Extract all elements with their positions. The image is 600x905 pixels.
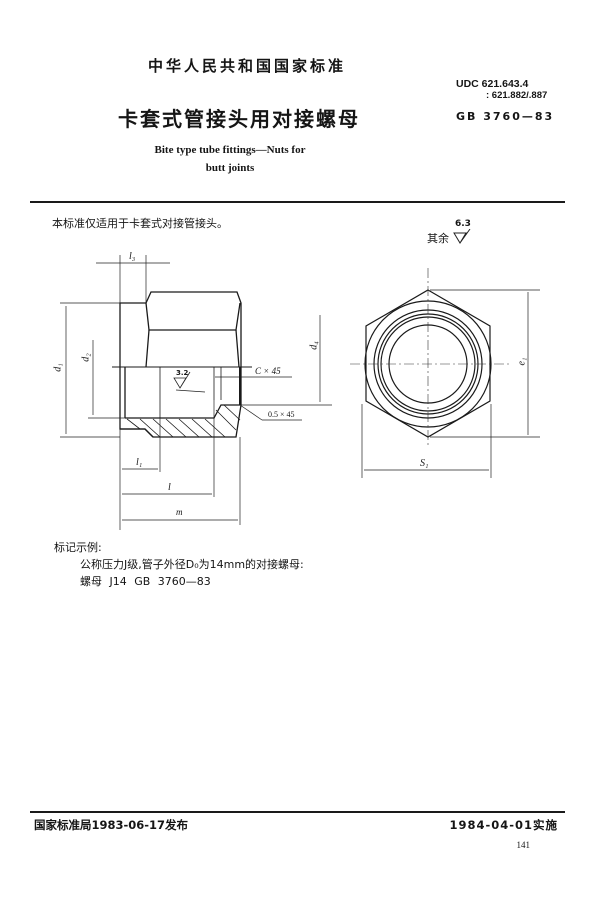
inner-roughness-value: 3.2 <box>176 369 189 377</box>
title-english-line1: Bite type tube fittings—Nuts for <box>154 144 306 156</box>
chamfer-c-label: C × 45 <box>255 366 281 376</box>
title-english: Bite type tube fittings—Nuts for butt jo… <box>120 141 340 177</box>
marking-example-title: 标记示例: <box>54 541 102 554</box>
udc-line1: UDC 621.643.4 <box>456 78 529 90</box>
dim-m: m <box>176 507 183 517</box>
dim-d2: d₂ <box>80 353 92 362</box>
header-divider <box>30 201 565 203</box>
dim-l1: l₁ <box>136 457 143 468</box>
page-number: 141 <box>516 840 531 850</box>
effective-date: 1984-04-01实施 <box>449 818 558 832</box>
title-chinese: 卡套式管接头用对接螺母 <box>118 107 360 131</box>
marking-example-designation: 螺母 J14 GB 3760—83 <box>80 575 211 588</box>
roughness-value: 6.3 <box>455 219 471 229</box>
dim-s1: S₁ <box>420 458 429 469</box>
technical-drawing <box>60 255 540 530</box>
scope-text: 本标准仅适用于卡套式对接管接头。 <box>52 217 228 230</box>
dim-l: l <box>168 482 171 493</box>
national-standard-heading: 中华人民共和国国家标准 <box>148 57 347 75</box>
gb-code: GB 3760—83 <box>456 110 555 123</box>
udc-code: UDC 621.643.4 : 621.882/.887 <box>456 78 547 102</box>
dim-l3: l₃ <box>129 251 136 262</box>
footer-divider <box>30 811 565 813</box>
marking-example-description: 公称压力J级,管子外径D₀为14mm的对接螺母: <box>80 558 304 571</box>
dim-e1: e₁ <box>516 357 528 366</box>
dim-d1: d₁ <box>52 363 64 372</box>
chamfer-05-label: 0.5 × 45 <box>268 410 295 419</box>
title-english-line2: butt joints <box>205 162 255 174</box>
roughness-label: 其余 <box>427 232 449 245</box>
dim-d4: d₄ <box>308 341 320 350</box>
roughness-symbol-icon <box>453 229 471 244</box>
issue-date: 国家标准局1983-06-17发布 <box>34 818 189 832</box>
udc-line2: : 621.882/.887 <box>486 90 548 101</box>
